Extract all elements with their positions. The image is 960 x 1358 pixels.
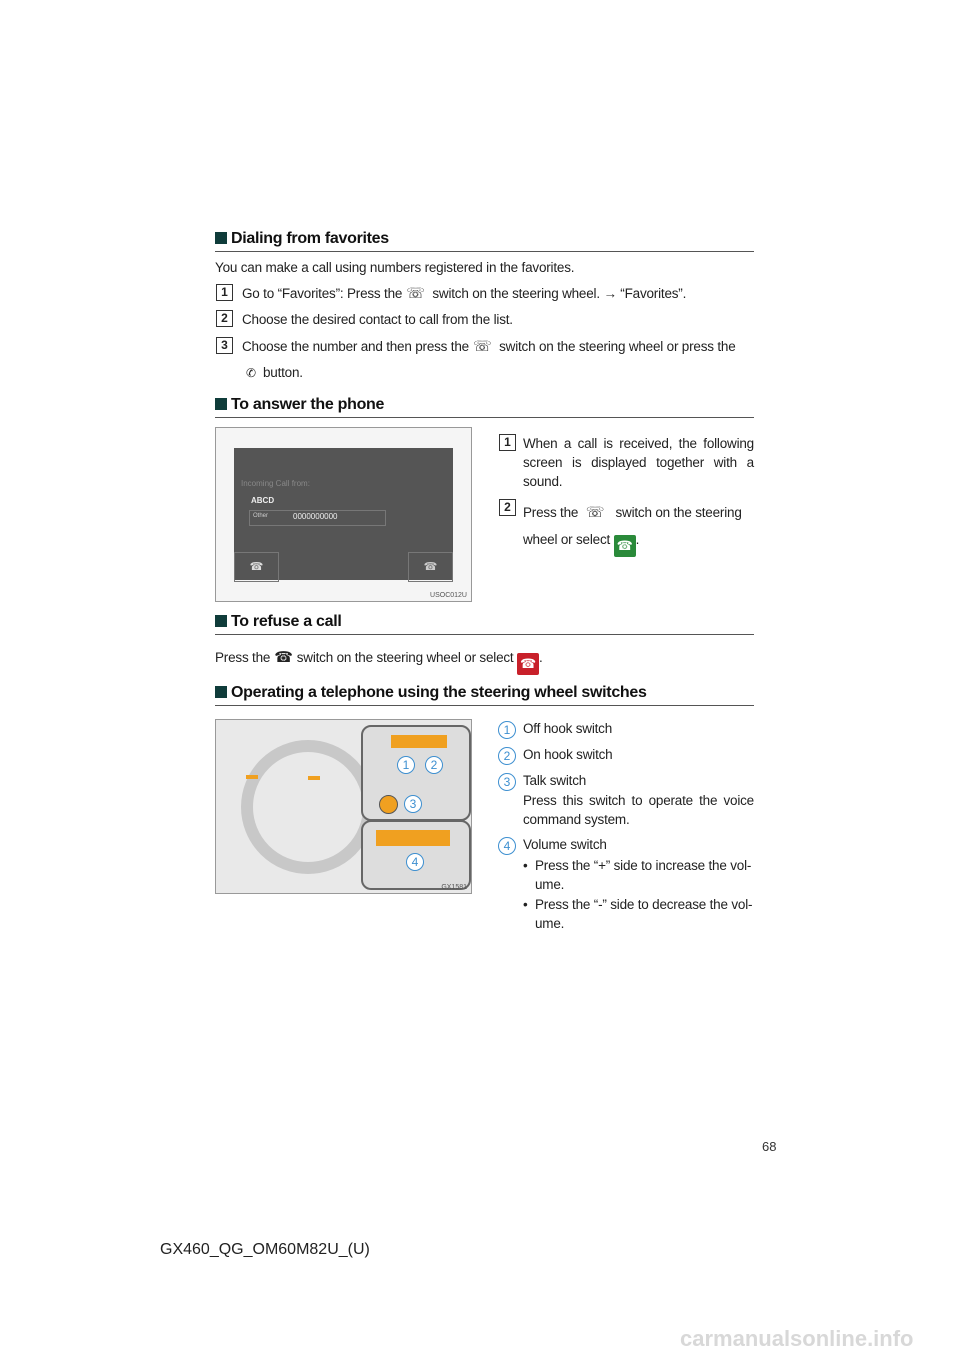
off-hook-phone-icon: ☏: [585, 504, 605, 521]
step-text: Choose the desired contact to call from …: [242, 312, 513, 327]
display-screen: Incoming Call from: ABCD Other 000000000…: [234, 448, 453, 582]
callout-3: 3: [404, 795, 422, 813]
refuse-text: Press the☎switch on the steering wheel o…: [215, 648, 543, 675]
zoom-inset-upper: 1 2 3: [361, 725, 471, 821]
answer-button-icon: ☎: [613, 535, 636, 557]
phone-number: 0000000000: [293, 512, 338, 521]
caller-name: ABCD: [251, 496, 275, 505]
step-number: 3: [216, 337, 233, 354]
section-heading-answer: To answer the phone: [215, 396, 754, 418]
figure-code: GX1581: [441, 884, 467, 891]
step-text: Go to “Favorites”: Press the☏ switch on …: [242, 285, 687, 302]
document-code: GX460_QG_OM60M82U_(U): [160, 1241, 370, 1258]
callout-1: 1: [397, 756, 415, 774]
decline-call-button[interactable]: ☎: [408, 552, 453, 582]
answer-call-button[interactable]: ☎: [234, 552, 279, 582]
step-text-cont: ✆ button.: [246, 365, 303, 380]
item-number: 1: [498, 721, 516, 739]
step-text: When a call is received, the following s…: [523, 436, 754, 489]
refuse-button-icon: ☎: [517, 653, 540, 675]
phone-handset-icon: ✆: [246, 366, 256, 380]
steering-wheel: [241, 740, 375, 874]
volume-switch: [376, 830, 450, 846]
page-number: 68: [762, 1139, 777, 1154]
heading-text: Operating a telephone using the steering…: [231, 684, 647, 701]
hook-switches: [391, 735, 447, 748]
step-number: 1: [216, 284, 233, 301]
heading-text: Dialing from favorites: [231, 230, 389, 247]
off-hook-phone-icon: ☏: [406, 285, 425, 302]
on-hook-phone-icon: ☎: [274, 649, 293, 666]
step-number: 2: [216, 310, 233, 327]
watermark: carmanualsonline.info: [680, 1326, 914, 1351]
bullet-text: Press the “-” side to decrease the vol-u…: [535, 897, 753, 931]
figure-code: USOC012U: [430, 592, 467, 599]
section-heading-refuse: To refuse a call: [215, 613, 754, 635]
steering-wheel-figure: 1 2 3 4 GX1581: [215, 719, 472, 894]
item-number: 2: [498, 747, 516, 765]
number-row: Other 0000000000: [249, 510, 386, 526]
item-desc: Press this switch to operate the voice c…: [523, 793, 754, 827]
section-heading-steering: Operating a telephone using the steering…: [215, 684, 754, 706]
zoom-inset-lower: 4: [361, 820, 471, 890]
incoming-call-screen-figure: Incoming Call from: ABCD Other 000000000…: [215, 427, 472, 602]
item-label: On hook switch: [523, 747, 613, 762]
item-number: 4: [498, 837, 516, 855]
item-number: 3: [498, 773, 516, 791]
step-number: 2: [499, 499, 516, 516]
number-type: Other: [253, 513, 269, 519]
bullet-text: Press the “+” side to increase the vol-u…: [535, 858, 752, 892]
section-heading-favorites: Dialing from favorites: [215, 230, 754, 252]
intro-text: You can make a call using numbers regist…: [215, 260, 575, 275]
step-text: Press the ☏ switch on the steering wheel…: [523, 499, 754, 557]
incoming-header: Incoming Call from:: [241, 479, 310, 488]
off-hook-phone-icon: ☏: [472, 338, 492, 355]
switch-highlight: [246, 775, 258, 779]
item-label: Off hook switch: [523, 721, 613, 736]
item-label: Talk switch: [523, 773, 587, 788]
step-number: 1: [499, 434, 516, 451]
item-label: Volume switch: [523, 837, 607, 852]
step-text: Choose the number and then press the☏ sw…: [242, 338, 736, 355]
heading-text: To answer the phone: [231, 396, 385, 413]
heading-text: To refuse a call: [231, 613, 342, 630]
switch-highlight: [308, 776, 320, 780]
callout-4: 4: [406, 853, 424, 871]
talk-switch: [379, 795, 398, 814]
callout-2: 2: [425, 756, 443, 774]
